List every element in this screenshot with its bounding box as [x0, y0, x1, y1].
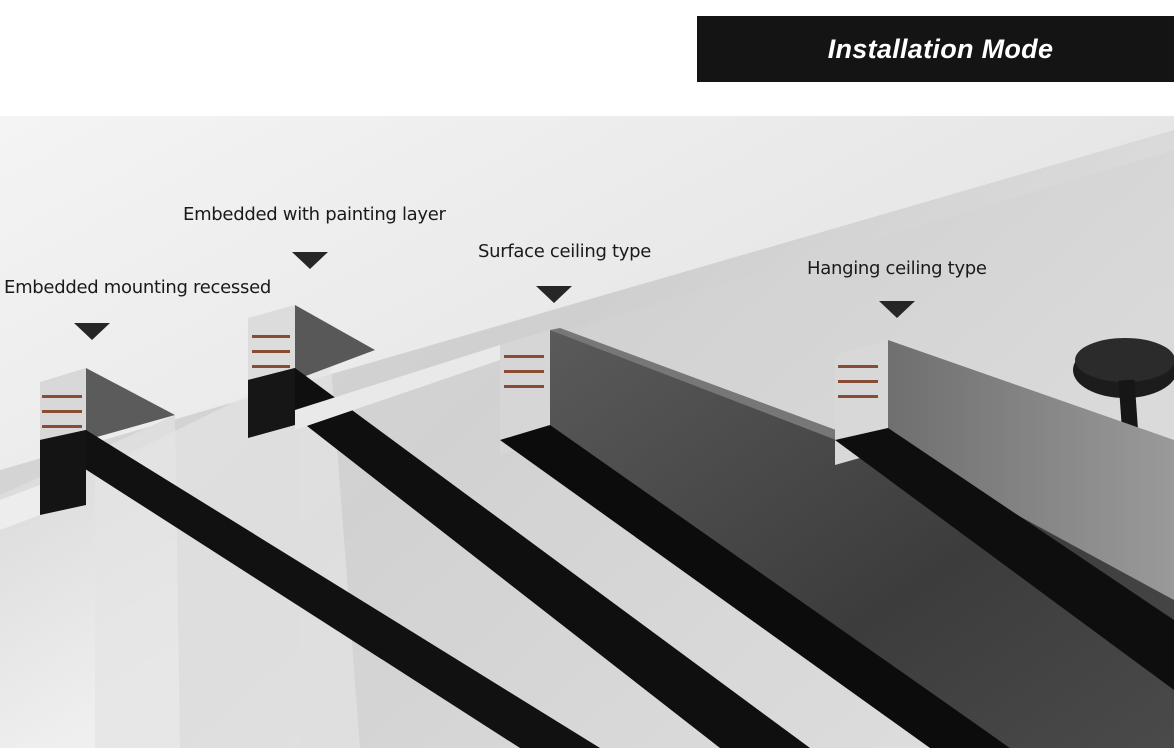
- marker-recessed: [74, 323, 110, 340]
- label-surface: Surface ceiling type: [478, 241, 652, 262]
- page-title: Installation Mode: [827, 33, 1054, 64]
- track-recessed: [0, 368, 600, 748]
- marker-painting: [292, 252, 328, 269]
- label-hanging: Hanging ceiling type: [807, 258, 987, 279]
- title-banner: Installation Mode: [697, 16, 1174, 82]
- track-painting: [248, 305, 810, 748]
- label-painting: Embedded with painting layer: [183, 204, 446, 225]
- track-hanging: [835, 338, 1174, 690]
- label-recessed: Embedded mounting recessed: [4, 277, 271, 298]
- installation-scene: [0, 116, 1174, 748]
- marker-hanging: [879, 301, 915, 318]
- marker-surface: [536, 286, 572, 303]
